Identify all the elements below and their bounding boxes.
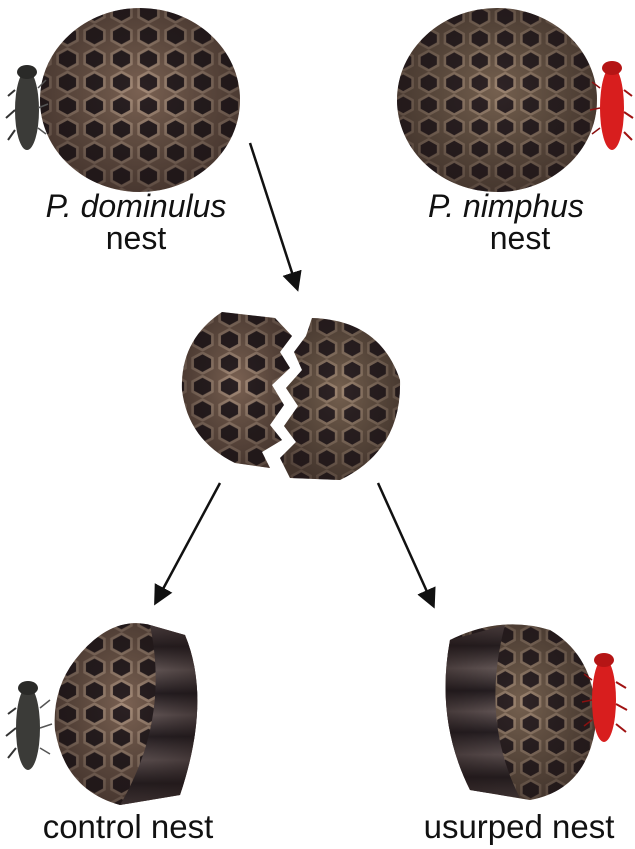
arrow-to-usurped [378,483,433,605]
control-nest-image [55,623,198,805]
nimphus-nest-label: nest [414,222,626,254]
nimphus-species-label: P. nimphus [400,190,612,222]
control-wasp-icon [6,681,52,770]
arrow-to-split [250,143,297,288]
dominulus-nest-label: nest [30,222,242,254]
arrow-to-control [156,483,220,602]
nimphus-nest-image [397,8,597,192]
dominulus-species-label: P. dominulus [30,190,242,222]
control-nest-label: control nest [18,810,238,843]
dominulus-nest-image [40,8,240,192]
split-nest-image [182,312,400,480]
usurped-nest-label: usurped nest [405,810,633,843]
usurped-nest-image [446,624,596,800]
